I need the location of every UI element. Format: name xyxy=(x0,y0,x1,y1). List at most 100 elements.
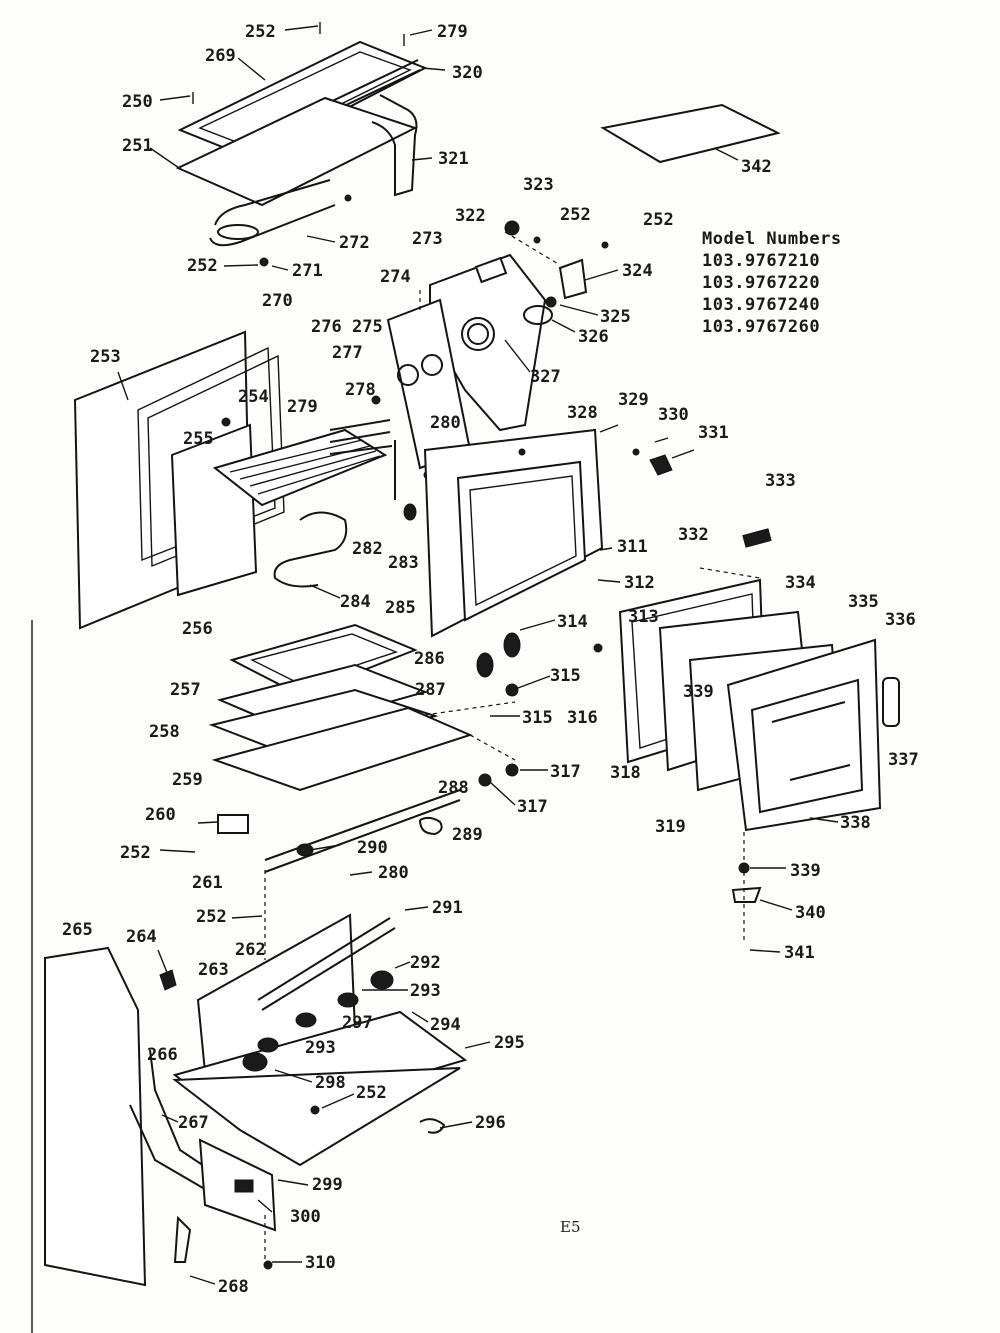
label-278: 278 xyxy=(345,380,376,400)
label-337: 337 xyxy=(888,750,919,770)
label-314: 314 xyxy=(557,612,588,632)
label-338: 338 xyxy=(840,813,871,833)
label-276: 276 xyxy=(311,317,342,337)
switch-324 xyxy=(558,258,588,300)
label-285: 285 xyxy=(385,598,416,618)
label-271: 271 xyxy=(292,261,323,281)
label-339: 339 xyxy=(683,682,714,702)
oven-body-assembly xyxy=(73,330,433,630)
label-340: 340 xyxy=(795,903,826,923)
label-293: 293 xyxy=(410,981,441,1001)
label-251: 251 xyxy=(122,136,153,156)
label-266: 266 xyxy=(147,1045,178,1065)
label-253: 253 xyxy=(90,347,121,367)
cover-plate-342 xyxy=(600,103,781,164)
label-252: 252 xyxy=(196,907,227,927)
label-257: 257 xyxy=(170,680,201,700)
bracket-322 xyxy=(474,256,508,284)
label-293: 293 xyxy=(305,1038,336,1058)
label-255: 255 xyxy=(183,429,214,449)
label-341: 341 xyxy=(784,943,815,963)
label-280: 280 xyxy=(378,863,409,883)
label-259: 259 xyxy=(172,770,203,790)
panel-251 xyxy=(175,96,418,207)
label-269: 269 xyxy=(205,46,236,66)
label-262: 262 xyxy=(235,940,266,960)
tray-258 xyxy=(208,688,439,757)
label-252: 252 xyxy=(356,1083,387,1103)
label-315: 315 xyxy=(522,708,553,728)
label-258: 258 xyxy=(149,722,180,742)
label-260: 260 xyxy=(145,805,176,825)
model-number: 103.9767260 xyxy=(702,317,821,337)
label-292: 292 xyxy=(410,953,441,973)
rack-255 xyxy=(212,428,388,507)
label-318: 318 xyxy=(610,763,641,783)
label-252: 252 xyxy=(643,210,674,230)
label-327: 327 xyxy=(530,367,561,387)
model-number: 103.9767220 xyxy=(702,273,821,293)
broiler-pan-assembly xyxy=(208,623,521,873)
label-299: 299 xyxy=(312,1175,343,1195)
label-298: 298 xyxy=(315,1073,346,1093)
label-279: 279 xyxy=(437,22,468,42)
label-282: 282 xyxy=(352,539,383,559)
pan-285 xyxy=(229,623,418,697)
label-286: 286 xyxy=(414,649,445,669)
label-330: 330 xyxy=(658,405,689,425)
label-274: 274 xyxy=(380,267,411,287)
label-287: 287 xyxy=(415,680,446,700)
handle-337 xyxy=(882,677,900,727)
label-342: 342 xyxy=(741,157,772,177)
model-heading: Model Numbers xyxy=(702,229,842,249)
label-277: 277 xyxy=(332,343,363,363)
label-289: 289 xyxy=(452,825,483,845)
label-316: 316 xyxy=(567,708,598,728)
label-320: 320 xyxy=(452,63,483,83)
label-261: 261 xyxy=(192,873,223,893)
door-window xyxy=(750,678,864,814)
label-265: 265 xyxy=(62,920,93,940)
label-319: 319 xyxy=(655,817,686,837)
label-315: 315 xyxy=(550,666,581,686)
label-284: 284 xyxy=(340,592,371,612)
label-296: 296 xyxy=(475,1113,506,1133)
label-312: 312 xyxy=(624,573,655,593)
label-272: 272 xyxy=(339,233,370,253)
footer-mark: E5 xyxy=(560,1218,581,1236)
label-300: 300 xyxy=(290,1207,321,1227)
label-339: 339 xyxy=(790,861,821,881)
label-264: 264 xyxy=(126,927,157,947)
label-280: 280 xyxy=(430,413,461,433)
label-291: 291 xyxy=(432,898,463,918)
igniter-326 xyxy=(523,305,553,325)
label-267: 267 xyxy=(178,1113,209,1133)
label-333: 333 xyxy=(765,471,796,491)
door-frame-assembly xyxy=(423,428,673,638)
label-336: 336 xyxy=(885,610,916,630)
label-325: 325 xyxy=(600,307,631,327)
part-labels: 252 279 269 320 250 251 321 342 323 322 … xyxy=(62,22,919,1297)
model-number: 103.9767240 xyxy=(702,295,821,315)
label-294: 294 xyxy=(430,1015,461,1035)
label-252: 252 xyxy=(560,205,591,225)
door-glass-311 xyxy=(456,460,587,622)
label-252: 252 xyxy=(187,256,218,276)
label-283: 283 xyxy=(388,553,419,573)
label-321: 321 xyxy=(438,149,469,169)
bracket-321 xyxy=(371,94,418,197)
model-numbers-block: Model Numbers 103.9767210 103.9767220 10… xyxy=(702,228,842,338)
label-313: 313 xyxy=(628,607,659,627)
label-279: 279 xyxy=(287,397,318,417)
label-335: 335 xyxy=(848,592,879,612)
label-297: 297 xyxy=(342,1013,373,1033)
label-328: 328 xyxy=(567,403,598,423)
label-275: 275 xyxy=(352,317,383,337)
label-273: 273 xyxy=(412,229,443,249)
label-323: 323 xyxy=(523,175,554,195)
model-number: 103.9767210 xyxy=(702,251,821,271)
label-332: 332 xyxy=(678,525,709,545)
burner-284 xyxy=(273,511,348,588)
drawer-base-294 xyxy=(172,1067,461,1167)
